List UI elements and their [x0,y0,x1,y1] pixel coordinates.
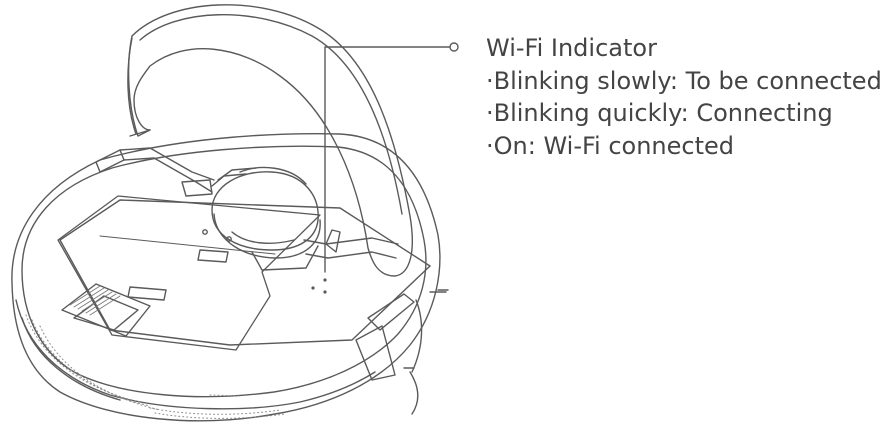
callout-line-blinking-slowly: ·Blinking slowly: To be connected [486,66,882,95]
opened-lid [128,5,412,276]
side-brush-area [356,290,448,414]
callout-title: Wi-Fi Indicator [486,34,657,62]
callout-line-blinking-quickly: ·Blinking quickly: Connecting [486,99,833,127]
laser-sensor-dome [212,168,320,270]
lid-hinge [96,148,398,258]
leader-line [325,43,458,272]
vent-grille [70,286,120,315]
top-panel [58,196,430,350]
wifi-indicator-light [311,278,327,294]
wifi-indicator-callout: Wi-Fi Indicator ·Blinking slowly: To be … [486,32,882,162]
robot-body [12,134,440,421]
callout-line-on: ·On: Wi-Fi connected [486,131,735,160]
bumper-texture [26,315,285,418]
